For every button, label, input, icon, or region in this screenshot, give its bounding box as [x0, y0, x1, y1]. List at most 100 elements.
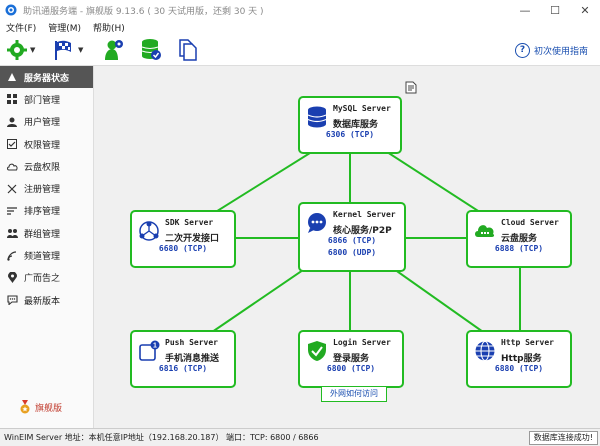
sidebar-item-register[interactable]: 注册管理 — [0, 177, 93, 199]
server-address-status: WinEIM Server 地址：本机任意IP地址（192.168.20.187… — [4, 433, 319, 442]
copy-files-button[interactable] — [177, 38, 197, 62]
version-icon — [6, 294, 18, 306]
sidebar-item-group[interactable]: 群组管理 — [0, 222, 93, 244]
sidebar-item-version[interactable]: 最新版本 — [0, 289, 93, 311]
server-diagram: MySQL Server 数据库服务 6306 (TCP) SDK Server… — [94, 66, 600, 428]
cloud-icon — [6, 160, 18, 172]
shield-check-icon — [308, 341, 326, 361]
question-circle-icon: ? — [514, 43, 530, 58]
sidebar-item-label: 最新版本 — [24, 296, 61, 307]
title-bar: 助讯通服务端 - 旗舰版 9.13.6 ( 30 天试用版，还剩 30 天 ) … — [0, 0, 600, 20]
sidebar: 服务器状态 部门管理 用户管理 权限管理 云盘权限 注册管理 排序管理 — [0, 66, 94, 428]
location-icon — [6, 272, 18, 284]
node-port: 6800 (TCP) — [326, 364, 376, 373]
node-port-udp: 6800 (UDP) — [327, 248, 377, 257]
notification-badge-icon: 1 — [139, 340, 160, 361]
chevron-down-icon: ▼ — [78, 46, 84, 54]
node-subtitle: 数据库服务 — [333, 120, 379, 130]
sidebar-item-label: 权限管理 — [24, 140, 61, 151]
node-subtitle: 登录服务 — [333, 354, 370, 364]
sidebar-item-user[interactable]: 用户管理 — [0, 111, 93, 133]
sidebar-item-label: 服务器状态 — [24, 73, 70, 84]
sidebar-item-cloud[interactable]: 云盘权限 — [0, 155, 93, 177]
node-login-server[interactable]: Login Server 登录服务 6800 (TCP) — [298, 330, 404, 388]
node-name: MySQL Server — [333, 104, 391, 113]
sidebar-item-broadcast[interactable]: 广而告之 — [0, 267, 93, 289]
group-icon — [6, 227, 18, 239]
node-port: 6888 (TCP) — [494, 244, 544, 253]
user-gear-icon — [105, 40, 123, 60]
department-icon — [6, 93, 18, 105]
sidebar-item-label: 注册管理 — [24, 185, 61, 196]
node-port: 6306 (TCP) — [325, 130, 375, 139]
server-status-icon — [6, 71, 18, 83]
network-nodes-icon — [139, 221, 159, 241]
node-subtitle: Http服务 — [501, 354, 542, 364]
database-check-button[interactable] — [140, 38, 162, 62]
copy-document-icon — [179, 39, 197, 61]
maximize-button[interactable]: ☐ — [550, 3, 560, 17]
sidebar-item-label: 用户管理 — [24, 118, 61, 129]
database-connection-status: 数据库连接成功! — [528, 431, 598, 445]
settings-dropdown-button[interactable]: ▼ — [6, 38, 35, 62]
node-port: 6866 (TCP) — [327, 236, 377, 245]
database-icon — [307, 106, 327, 128]
permission-icon — [6, 138, 18, 150]
sidebar-item-permission[interactable]: 权限管理 — [0, 133, 93, 155]
menu-file[interactable]: 文件(F) — [6, 24, 37, 34]
flagship-label: 旗舰版 — [35, 403, 63, 414]
getting-started-label: 初次使用指南 — [533, 47, 588, 57]
sidebar-item-label: 广而告之 — [24, 274, 61, 285]
user-config-button[interactable] — [101, 38, 125, 62]
node-port: 6680 (TCP) — [158, 244, 208, 253]
flagship-badge: 旗舰版 — [18, 400, 62, 414]
sidebar-item-sort[interactable]: 排序管理 — [0, 200, 93, 222]
sidebar-item-server-status[interactable]: 服务器状态 — [0, 66, 93, 89]
medal-icon — [20, 400, 30, 414]
gear-icon — [7, 40, 27, 60]
node-port: 6816 (TCP) — [158, 364, 208, 373]
node-http-server[interactable]: Http Server Http服务 6880 (TCP) — [466, 330, 572, 388]
sidebar-item-channel[interactable]: 频道管理 — [0, 244, 93, 266]
log-document-icon[interactable] — [405, 81, 417, 94]
node-name: SDK Server — [165, 218, 214, 227]
node-name: Login Server — [333, 338, 391, 347]
user-icon — [6, 116, 18, 128]
register-icon — [6, 183, 18, 195]
sidebar-item-label: 群组管理 — [24, 229, 61, 240]
sidebar-item-label: 部门管理 — [24, 95, 61, 106]
sidebar-item-department[interactable]: 部门管理 — [0, 88, 93, 110]
node-sdk-server[interactable]: SDK Server 二次开发接口 6680 (TCP) — [130, 210, 236, 268]
node-name: Http Server — [501, 338, 554, 347]
node-kernel-server[interactable]: Kernel Server 核心服务/P2P 6866 (TCP) 6800 (… — [298, 202, 406, 272]
node-subtitle: 核心服务/P2P — [333, 226, 392, 236]
minimize-button[interactable]: — — [519, 3, 531, 17]
cloud-icon — [475, 225, 495, 237]
flag-dropdown-button[interactable]: ▼ — [52, 38, 83, 62]
sidebar-item-label: 频道管理 — [24, 252, 61, 263]
node-name: Kernel Server — [333, 210, 396, 219]
node-subtitle: 手机消息推送 — [165, 354, 220, 364]
database-check-icon — [141, 39, 161, 60]
node-push-server[interactable]: 1 Push Server 手机消息推送 6816 (TCP) — [130, 330, 236, 388]
chat-bubble-icon — [308, 213, 326, 233]
window-title: 助讯通服务端 - 旗舰版 9.13.6 ( 30 天试用版，还剩 30 天 ) — [23, 6, 264, 17]
node-subtitle: 二次开发接口 — [165, 234, 220, 244]
channel-icon — [6, 250, 18, 262]
sidebar-item-label: 排序管理 — [24, 207, 61, 218]
svg-text:1: 1 — [153, 343, 157, 350]
node-cloud-server[interactable]: Cloud Server 云盘服务 6888 (TCP) — [466, 210, 572, 268]
menu-manage[interactable]: 管理(M) — [48, 24, 81, 34]
sort-icon — [6, 205, 18, 217]
node-name: Push Server — [165, 338, 218, 347]
menu-help[interactable]: 帮助(H) — [93, 24, 125, 34]
external-access-link[interactable]: 外网如何访问 — [321, 386, 387, 402]
getting-started-link[interactable]: ? 初次使用指南 — [514, 43, 588, 58]
checkered-flag-icon — [55, 40, 71, 60]
status-bar: WinEIM Server 地址：本机任意IP地址（192.168.20.187… — [0, 428, 600, 446]
app-logo-icon — [5, 4, 17, 16]
node-mysql-server[interactable]: MySQL Server 数据库服务 6306 (TCP) — [298, 96, 402, 154]
close-button[interactable]: ✕ — [580, 3, 590, 17]
toolbar: ▼ ▼ ? — [0, 35, 600, 66]
chevron-down-icon: ▼ — [30, 46, 36, 54]
